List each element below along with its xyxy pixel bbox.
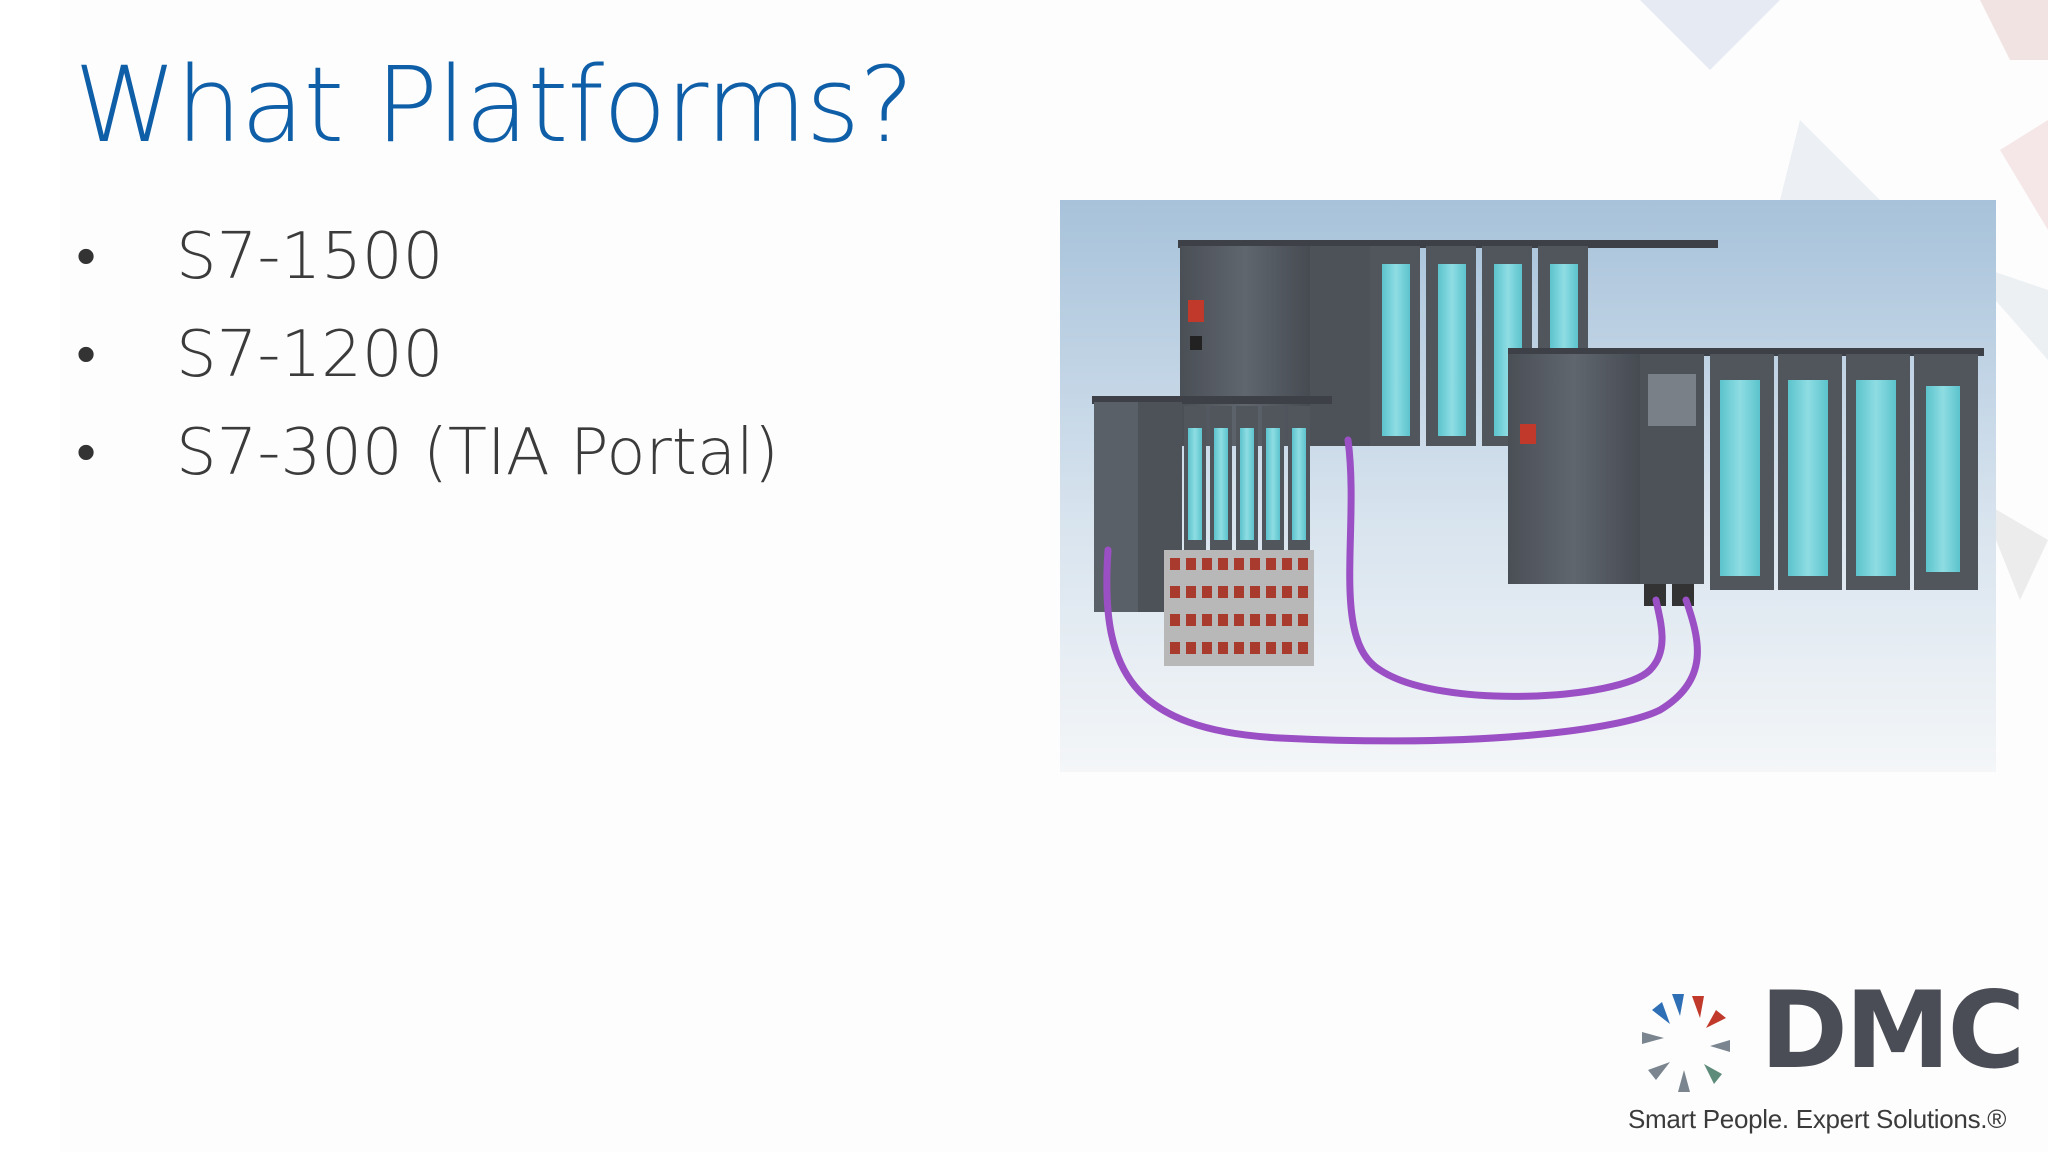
logo-wordmark: DMC [1760,969,2025,1092]
slide-title: What Platforms? [74,44,914,166]
dmc-logo: DMC Smart People. Expert Solutions.® [1620,969,2025,1152]
bullet-dot: • [76,224,96,289]
bullet-dot: • [76,322,96,387]
plc-illustration [1060,200,1996,772]
bullet-text: S7-300 (TIA Portal) [176,416,779,490]
bullet-dot: • [76,420,96,485]
bullet-text: S7-1500 [176,220,444,294]
plc-hardware-image [1060,200,1996,772]
bullet-text: S7-1200 [176,318,444,392]
dmc-starburst-icon [1642,994,1730,1092]
logo-tagline: Smart People. Expert Solutions.® [1628,1104,2007,1134]
